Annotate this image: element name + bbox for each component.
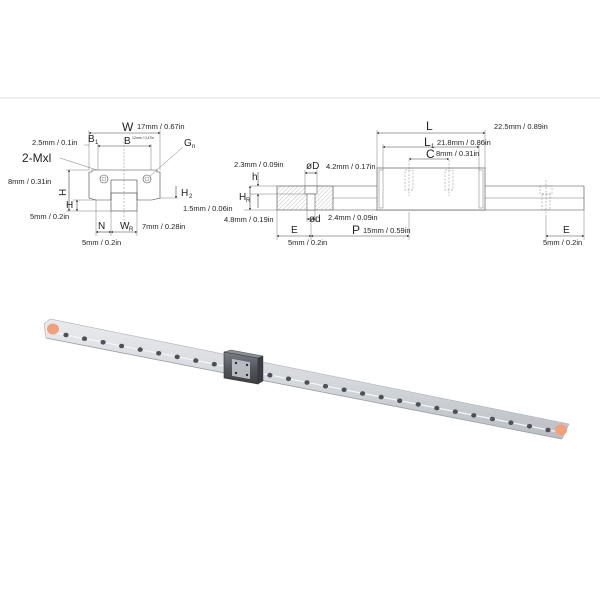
symbol-D: øD	[306, 161, 319, 172]
rail-mounting-hole	[526, 424, 533, 429]
dim-E-right-label: 5mm / 0.2in	[543, 238, 582, 247]
carriage-cross-section	[88, 169, 161, 201]
carriage-side-view	[376, 167, 486, 211]
dim-H2-label: 1.5mm / 0.06in	[183, 204, 233, 213]
symbol-H: H	[58, 189, 69, 196]
dim-H-label: 8mm / 0.31in	[8, 177, 51, 186]
rail-mounting-hole	[341, 387, 347, 393]
dim-h-label: 2.3mm / 0.09in	[234, 160, 284, 169]
svg-text:R: R	[246, 198, 251, 204]
rail-mounting-hole	[434, 405, 440, 411]
symbol-C: C	[426, 147, 435, 161]
rail-mounting-hole	[415, 402, 421, 407]
rail-mounting-hole	[119, 343, 125, 349]
rail-mounting-hole	[452, 409, 458, 415]
rail-mounting-hole	[100, 340, 106, 345]
dim-W-label: 17mm / 0.67in	[137, 122, 185, 131]
rail-holes	[63, 332, 551, 433]
dim-C-label: 8mm / 0.31in	[436, 149, 479, 158]
symbol-WR: W	[120, 221, 130, 232]
symbol-B1: B	[88, 134, 95, 145]
rail-mounting-hole	[267, 372, 273, 378]
ball-groove-left	[99, 174, 109, 184]
symbol-H1: H	[66, 200, 73, 211]
symbol-H2: H	[181, 188, 188, 199]
symbol-P: P	[352, 223, 360, 237]
symbol-h: h	[252, 172, 258, 183]
dim-D-label: 4.2mm / 0.17in	[326, 162, 376, 171]
rail-mounting-hole	[285, 376, 292, 382]
symbol-L: L	[426, 119, 433, 133]
dim-L1-label: 21.8mm / 0.86in	[437, 138, 491, 147]
rail-mounting-hole	[378, 394, 384, 400]
rail-mounting-hole	[322, 383, 329, 389]
rail-mounting-hole	[304, 380, 310, 385]
rail-mounting-hole	[137, 347, 143, 352]
side-view: L 22.5mm / 0.89in L 1 21.8mm / 0.86in C …	[224, 119, 585, 247]
carriage-block	[223, 349, 264, 385]
rail-mounting-hole	[360, 391, 366, 396]
symbol-HR: H	[239, 192, 246, 203]
front-view: W 17mm / 0.67in B 12mm / 0.47in B 1 2.5m…	[8, 120, 233, 247]
rail-body	[43, 318, 570, 440]
dim-WR-label: 7mm / 0.28in	[142, 222, 185, 231]
rail-end-cap-left	[47, 323, 59, 335]
symbol-L1: L	[424, 135, 431, 149]
dim-B1-label: 2.5mm / 0.1in	[32, 138, 77, 147]
rail-mounting-hole	[471, 413, 477, 418]
dim-B-label: 12mm / 0.47in	[132, 136, 154, 140]
rail-mounting-hole	[174, 354, 180, 360]
ball-groove-right	[142, 174, 152, 184]
rail-end-cap-right	[555, 424, 567, 436]
symbol-E-left: E	[291, 225, 298, 236]
rail-mounting-hole	[489, 416, 495, 422]
symbol-Gn: G	[184, 138, 192, 149]
rail-mounting-hole	[397, 398, 403, 404]
rail-mounting-hole	[63, 332, 69, 338]
svg-text:1: 1	[431, 144, 435, 150]
dim-L-label: 22.5mm / 0.89in	[494, 122, 548, 131]
rail-mounting-hole	[193, 358, 199, 363]
symbol-B: B	[124, 136, 131, 147]
symbol-d: ød	[309, 214, 321, 225]
dim-P-label: 15mm / 0.59in	[363, 226, 411, 235]
thread-label: 2-Mxl	[22, 151, 51, 165]
rail-mounting-hole	[81, 336, 88, 342]
symbol-W: W	[122, 120, 134, 134]
dim-N-label: 5mm / 0.2in	[82, 238, 121, 247]
rail-mounting-hole	[508, 420, 514, 426]
dim-d-label: 2.4mm / 0.09in	[328, 213, 378, 222]
dim-H1-label: 5mm / 0.2in	[30, 212, 69, 221]
rail-mounting-hole	[211, 361, 217, 367]
svg-text:1: 1	[95, 140, 99, 146]
rail-mounting-hole	[545, 427, 551, 433]
svg-text:2: 2	[189, 194, 193, 200]
dim-E-left-label: 5mm / 0.2in	[288, 238, 327, 247]
rail-mounting-hole	[156, 351, 162, 356]
svg-text:n: n	[192, 144, 195, 150]
product-illustration	[43, 318, 570, 440]
symbol-E-right: E	[563, 225, 570, 236]
dim-HR-label: 4.8mm / 0.19in	[224, 215, 274, 224]
svg-text:R: R	[129, 227, 134, 233]
symbol-N: N	[98, 221, 105, 232]
